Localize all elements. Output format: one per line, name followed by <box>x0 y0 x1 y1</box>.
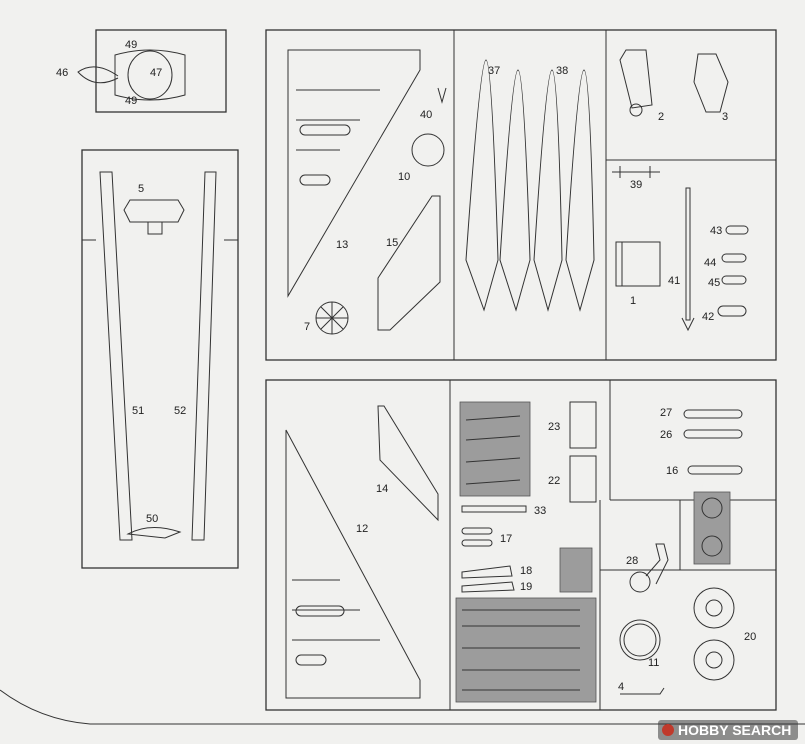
small-part <box>126 527 182 539</box>
part-label: 13 <box>336 239 348 251</box>
part-label: 42 <box>702 311 714 323</box>
part-label: 18 <box>520 565 532 577</box>
wheel-part <box>693 639 735 681</box>
panel-part <box>569 401 597 449</box>
watermark-text: HOBBY SEARCH <box>678 722 791 738</box>
part-label: 49 <box>125 39 137 51</box>
part-label: 45 <box>708 277 720 289</box>
panel-part <box>569 455 597 503</box>
part-label: 19 <box>520 581 532 593</box>
part-label: 15 <box>386 237 398 249</box>
part-label: 28 <box>626 555 638 567</box>
seat-back-part <box>619 49 653 109</box>
canopy-glass <box>127 50 173 100</box>
antenna-part <box>685 187 691 321</box>
part-label: 38 <box>556 65 568 77</box>
part-label: 20 <box>744 631 756 643</box>
shaded-part <box>693 491 731 565</box>
part-label: 33 <box>534 505 546 517</box>
wing-part <box>287 49 421 298</box>
part-label: 2 <box>658 111 664 123</box>
part-label: 17 <box>500 533 512 545</box>
canopy-part <box>114 49 186 101</box>
blade-part <box>533 69 563 312</box>
wheel-part <box>629 571 651 593</box>
blade-part <box>465 59 499 312</box>
part-label: 10 <box>398 171 410 183</box>
wheel-part <box>693 587 735 629</box>
wing-part <box>285 429 421 699</box>
sprue-frame <box>265 379 777 711</box>
part-label: 46 <box>56 67 68 79</box>
paper-edge <box>0 689 805 725</box>
part-label: 26 <box>660 429 672 441</box>
headrest-part <box>693 53 729 113</box>
part-label: 41 <box>668 275 680 287</box>
part-label: 22 <box>548 475 560 487</box>
sprue-wing-lower: 12 14 23 22 33 17 18 19 27 26 16 <box>265 379 777 711</box>
part-label: 39 <box>630 179 642 191</box>
nose-part <box>77 66 119 84</box>
sprue-frame <box>95 29 227 113</box>
part-label: 12 <box>356 523 368 535</box>
part-label: 14 <box>376 483 388 495</box>
part-label: 52 <box>174 405 186 417</box>
part-label: 37 <box>488 65 500 77</box>
part-label: 23 <box>548 421 560 433</box>
fuselage-half-part <box>99 171 133 541</box>
shaded-part <box>559 547 593 593</box>
part-label: 16 <box>666 465 678 477</box>
part-label: 50 <box>146 513 158 525</box>
part-label: 27 <box>660 407 672 419</box>
part-label: 7 <box>304 321 310 333</box>
seat-part <box>123 199 185 223</box>
sprue-canopy: 49 47 49 46 <box>56 29 227 113</box>
part-label: 11 <box>648 657 659 669</box>
fin-part <box>377 405 439 522</box>
watermark: HOBBY SEARCH <box>658 720 798 740</box>
blade-part <box>565 69 595 312</box>
part-label: 51 <box>132 405 144 417</box>
sprue-fuselage: 5 51 52 50 <box>81 149 239 569</box>
hobby-search-logo-icon <box>662 724 674 736</box>
sprue-frame <box>81 149 239 569</box>
part-label: 40 <box>420 109 432 121</box>
fin-part <box>377 195 441 331</box>
sprue-wing-upper: 13 40 10 15 7 37 38 2 3 39 1 <box>265 29 777 361</box>
part-label: 3 <box>722 111 728 123</box>
part-label: 47 <box>150 67 162 79</box>
ring-part <box>619 619 661 661</box>
ring-part <box>411 133 445 167</box>
fuselage-half-part <box>191 171 217 541</box>
part-label: 1 <box>630 295 636 307</box>
sprue-frame <box>265 29 777 361</box>
part-label: 4 <box>618 681 624 693</box>
part-label: 5 <box>138 183 144 195</box>
part-label: 44 <box>704 257 716 269</box>
shaded-part <box>455 597 597 703</box>
part-label: 49 <box>125 95 137 107</box>
part-label: 43 <box>710 225 722 237</box>
box-part <box>615 241 661 287</box>
rod-part <box>461 505 527 513</box>
blade-part <box>499 69 531 312</box>
